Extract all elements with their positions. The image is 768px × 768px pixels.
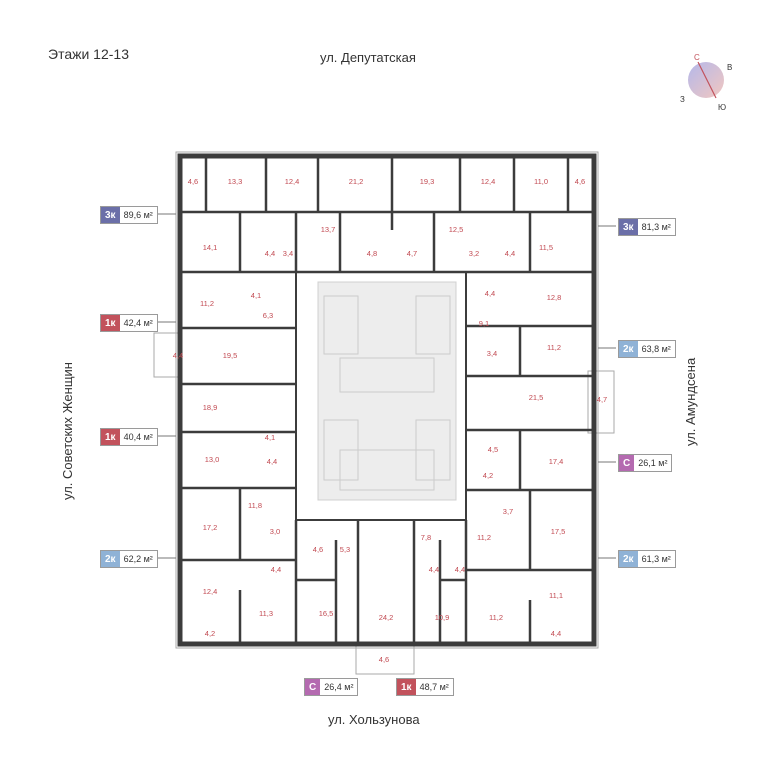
room-area-label: 4,8 bbox=[367, 249, 377, 258]
badge-type: 3к bbox=[101, 207, 120, 223]
badge-area: 81,3 м² bbox=[641, 222, 671, 232]
room-area-label: 13,3 bbox=[228, 177, 243, 186]
room-area-label: 19,5 bbox=[223, 351, 238, 360]
room-area-label: 17,5 bbox=[551, 527, 566, 536]
apartment-badge[interactable]: 3к 81,3 м² bbox=[618, 218, 676, 236]
badge-area: 61,3 м² bbox=[641, 554, 671, 564]
room-area-label: 4,7 bbox=[407, 249, 417, 258]
room-area-label: 18,9 bbox=[203, 403, 218, 412]
room-area-label: 4,4 bbox=[485, 289, 495, 298]
room-area-label: 4,4 bbox=[429, 565, 439, 574]
apartment-badge[interactable]: 2к 62,2 м² bbox=[100, 550, 158, 568]
room-area-label: 11,1 bbox=[549, 591, 563, 600]
room-area-label: 10,9 bbox=[435, 613, 450, 622]
room-area-label: 11,2 bbox=[489, 613, 503, 622]
room-area-label: 16,5 bbox=[319, 609, 334, 618]
room-area-label: 4,2 bbox=[205, 629, 215, 638]
room-area-label: 4,4 bbox=[267, 457, 277, 466]
room-area-label: 12,4 bbox=[481, 177, 496, 186]
room-area-label: 3,2 bbox=[469, 249, 479, 258]
apartment-badge[interactable]: 1к 40,4 м² bbox=[100, 428, 158, 446]
room-area-label: 12,8 bbox=[547, 293, 562, 302]
room-area-label: 7,8 bbox=[421, 533, 431, 542]
badge-type: 1к bbox=[101, 429, 120, 445]
room-area-label: 3,4 bbox=[283, 249, 293, 258]
room-area-label: 11,3 bbox=[259, 609, 273, 618]
compass-west: З bbox=[680, 95, 685, 104]
room-area-label: 4,1 bbox=[251, 291, 261, 300]
badge-area: 40,4 м² bbox=[123, 432, 153, 442]
room-area-label: 11,5 bbox=[539, 243, 553, 252]
room-area-label: 11,2 bbox=[477, 533, 491, 542]
badge-area: 26,4 м² bbox=[324, 682, 354, 692]
room-area-label: 12,4 bbox=[203, 587, 218, 596]
room-area-label: 17,4 bbox=[549, 457, 564, 466]
room-area-label: 11,2 bbox=[200, 299, 214, 308]
apartment-badge[interactable]: 2к 63,8 м² bbox=[618, 340, 676, 358]
room-area-label: 4,4 bbox=[551, 629, 561, 638]
room-area-label: 3,7 bbox=[503, 507, 513, 516]
room-area-label: 19,3 bbox=[420, 177, 435, 186]
room-area-label: 24,2 bbox=[379, 613, 394, 622]
room-area-label: 4,4 bbox=[265, 249, 275, 258]
room-area-label: 4,6 bbox=[313, 545, 323, 554]
badge-type: С bbox=[305, 679, 321, 695]
badge-type: 2к bbox=[619, 551, 638, 567]
room-area-label: 4,1 bbox=[265, 433, 275, 442]
room-area-label: 11,2 bbox=[547, 343, 561, 352]
room-area-label: 13,0 bbox=[205, 455, 220, 464]
floor-title: Этажи 12-13 bbox=[48, 46, 129, 62]
apartment-badge[interactable]: 2к 61,3 м² bbox=[618, 550, 676, 568]
room-area-label: 4,4 bbox=[173, 351, 183, 360]
room-area-label: 21,2 bbox=[349, 177, 364, 186]
room-area-label: 4,4 bbox=[505, 249, 515, 258]
street-top-label: ул. Депутатская bbox=[320, 50, 416, 65]
room-area-label: 11,8 bbox=[248, 501, 262, 510]
room-area-label: 5,3 bbox=[340, 545, 350, 554]
room-area-label: 4,6 bbox=[575, 177, 585, 186]
room-area-label: 4,6 bbox=[379, 655, 389, 664]
compass-south: Ю bbox=[718, 103, 726, 112]
room-area-label: 4,6 bbox=[188, 177, 198, 186]
compass-north: С bbox=[694, 53, 700, 62]
room-area-label: 4,4 bbox=[271, 565, 281, 574]
apartment-badge[interactable]: 1к 42,4 м² bbox=[100, 314, 158, 332]
apartment-badge[interactable]: 3к 89,6 м² bbox=[100, 206, 158, 224]
badge-type: С bbox=[619, 455, 635, 471]
badge-area: 89,6 м² bbox=[123, 210, 153, 220]
room-area-label: 14,1 bbox=[203, 243, 218, 252]
badge-area: 42,4 м² bbox=[123, 318, 153, 328]
room-area-label: 12,5 bbox=[449, 225, 464, 234]
room-area-label: 4,5 bbox=[488, 445, 498, 454]
badge-type: 2к bbox=[101, 551, 120, 567]
room-area-label: 11,0 bbox=[534, 177, 548, 186]
badge-type: 1к bbox=[101, 315, 120, 331]
badge-type: 3к bbox=[619, 219, 638, 235]
room-area-label: 12,4 bbox=[285, 177, 300, 186]
badge-area: 26,1 м² bbox=[638, 458, 668, 468]
badge-area: 63,8 м² bbox=[641, 344, 671, 354]
badge-type: 2к bbox=[619, 341, 638, 357]
compass-east: В bbox=[727, 63, 732, 72]
apartment-badge[interactable]: 1к 48,7 м² bbox=[396, 678, 454, 696]
room-area-label: 4,4 bbox=[455, 565, 465, 574]
room-area-label: 3,4 bbox=[487, 349, 497, 358]
room-area-label: 9,1 bbox=[479, 319, 489, 328]
room-area-label: 17,2 bbox=[203, 523, 218, 532]
badge-type: 1к bbox=[397, 679, 416, 695]
room-area-label: 4,2 bbox=[483, 471, 493, 480]
apartment-badge[interactable]: С 26,4 м² bbox=[304, 678, 359, 696]
room-area-label: 21,5 bbox=[529, 393, 544, 402]
room-area-label: 4,7 bbox=[597, 395, 607, 404]
room-area-label: 13,7 bbox=[321, 225, 336, 234]
room-area-label: 6,3 bbox=[263, 311, 273, 320]
room-area-label: 3,0 bbox=[270, 527, 280, 536]
badge-area: 48,7 м² bbox=[419, 682, 449, 692]
badge-area: 62,2 м² bbox=[123, 554, 153, 564]
street-bottom-label: ул. Хользунова bbox=[328, 712, 420, 727]
compass-icon: С В Ю З bbox=[680, 53, 732, 112]
apartment-badge[interactable]: С 26,1 м² bbox=[618, 454, 673, 472]
